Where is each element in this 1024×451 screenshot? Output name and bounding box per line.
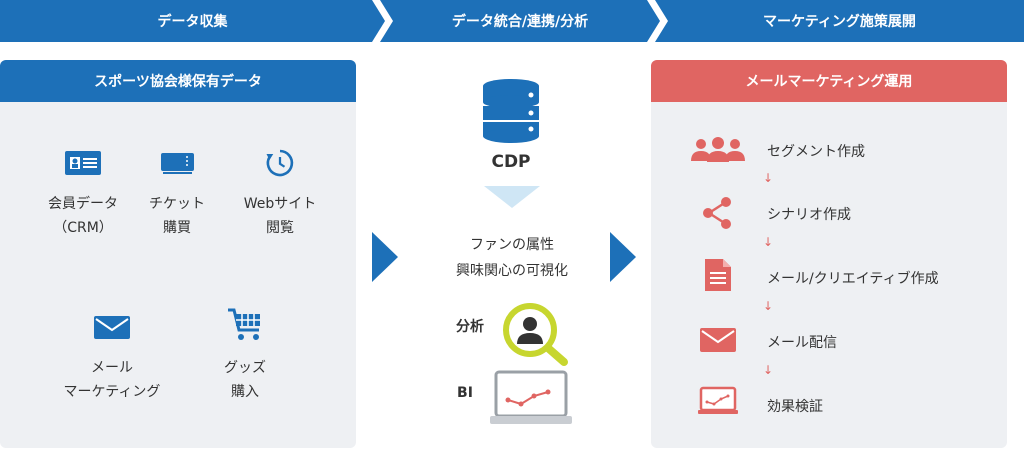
flow-step-label: メール配信 bbox=[767, 335, 837, 351]
flow-step-label: セグメント作成 bbox=[767, 144, 865, 160]
envelope-icon bbox=[700, 328, 736, 352]
source-label-line1: 会員データ bbox=[48, 196, 118, 212]
step-data-integration: データ統合/連携/分析 bbox=[380, 0, 660, 42]
fan-insight-line1: ファンの属性 bbox=[470, 237, 554, 253]
source-label-line1: チケット bbox=[149, 196, 205, 212]
step-label: データ統合/連携/分析 bbox=[451, 14, 589, 30]
flow-step-label: メール/クリエイティブ作成 bbox=[767, 271, 939, 287]
flow-step-label: 効果検証 bbox=[767, 399, 823, 415]
source-label-line2: 閲覧 bbox=[266, 220, 294, 236]
source-label-line2: 購入 bbox=[231, 384, 259, 400]
document-icon bbox=[705, 259, 731, 291]
analysis-label: 分析 bbox=[456, 319, 484, 335]
step-label: マーケティング施策展開 bbox=[763, 14, 916, 30]
bi-label: BI bbox=[457, 385, 473, 401]
envelope-icon bbox=[94, 316, 130, 339]
source-goods-purchase: グッズ 購入 bbox=[180, 306, 310, 404]
people-group-icon bbox=[691, 137, 745, 162]
source-label-line2: （CRM） bbox=[53, 220, 113, 236]
flow-step-label: シナリオ作成 bbox=[767, 207, 851, 223]
user-magnifier-icon bbox=[503, 303, 568, 366]
down-arrow-icon: ↓ bbox=[763, 235, 774, 249]
email-marketing-panel: メールマーケティング運用 bbox=[651, 60, 1007, 448]
step-marketing-deployment: マーケティング施策展開 bbox=[655, 0, 1024, 42]
shopping-cart-icon bbox=[228, 308, 260, 340]
step-label: データ収集 bbox=[157, 14, 228, 30]
source-ticket-purchase: チケット 購買 bbox=[112, 148, 242, 240]
ticket-icon bbox=[161, 153, 194, 174]
id-card-icon bbox=[65, 151, 101, 175]
cdp-label: CDP bbox=[491, 152, 531, 172]
source-label-line1: Webサイト bbox=[243, 196, 317, 212]
laptop-chart-icon bbox=[698, 386, 738, 414]
source-label-line1: メール bbox=[91, 360, 133, 376]
step-data-collection: データ収集 bbox=[0, 0, 385, 42]
down-arrow-icon: ↓ bbox=[763, 171, 774, 185]
source-label-line2: マーケティング bbox=[63, 384, 161, 400]
panel-title: メールマーケティング運用 bbox=[651, 60, 1007, 102]
source-label-line2: 購買 bbox=[163, 220, 191, 236]
source-label-line1: グッズ bbox=[224, 360, 266, 376]
share-icon bbox=[703, 197, 731, 229]
down-arrow-icon: ↓ bbox=[763, 363, 774, 377]
source-email-marketing: メール マーケティング bbox=[47, 312, 177, 404]
source-web-browsing: Webサイト 閲覧 bbox=[215, 148, 345, 240]
panel-title: スポーツ協会様保有データ bbox=[0, 60, 356, 102]
down-arrow-icon bbox=[484, 186, 540, 208]
down-arrow-icon: ↓ bbox=[763, 299, 774, 313]
fan-insight-line2: 興味関心の可視化 bbox=[456, 263, 568, 279]
history-clock-icon bbox=[266, 149, 294, 177]
flow-arrow-right-icon bbox=[610, 232, 636, 282]
owned-data-panel: スポーツ協会様保有データ bbox=[0, 60, 356, 448]
source-member-data: 会員データ （CRM） bbox=[18, 148, 148, 240]
flow-arrow-right-icon bbox=[372, 232, 398, 282]
laptop-chart-icon bbox=[490, 370, 572, 424]
database-icon bbox=[482, 79, 540, 143]
fan-insight-text: ファンの属性 興味関心の可視化 bbox=[430, 232, 594, 284]
process-steps: データ収集 データ統合/連携/分析 マーケティング施策展開 bbox=[0, 0, 1024, 42]
